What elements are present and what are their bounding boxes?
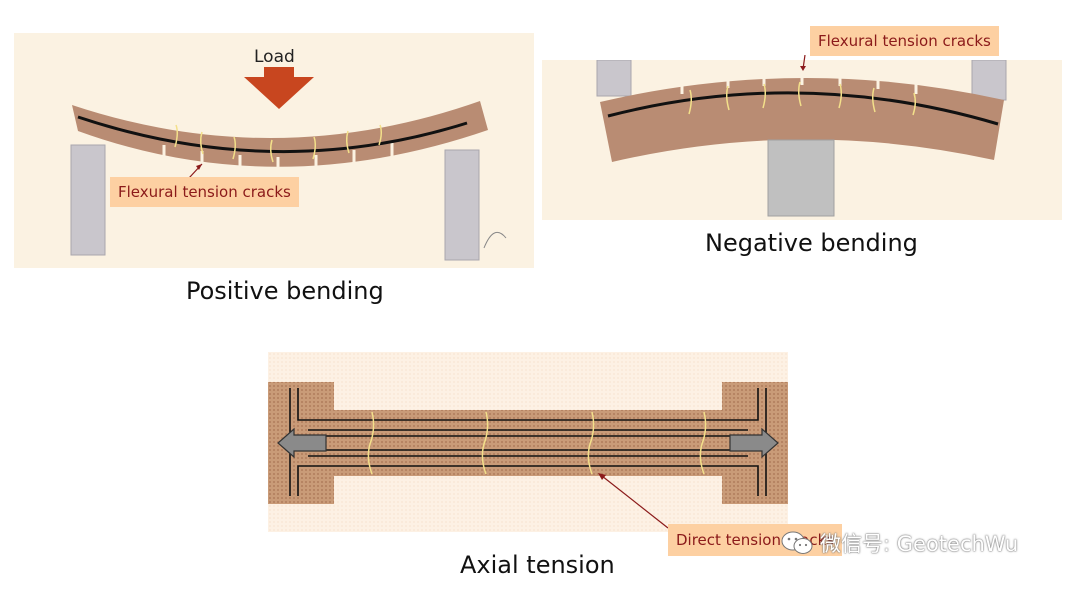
negative-crack-callout: Flexural tension cracks — [810, 26, 999, 56]
bottom-support — [767, 139, 835, 217]
negative-callout-pointer — [800, 55, 806, 71]
load-arrow-icon — [244, 77, 314, 109]
positive-bending-photo — [14, 33, 534, 268]
left-tension-arrow-icon — [277, 427, 327, 459]
axial-tension-panel — [268, 352, 788, 532]
positive-crack-callout: Flexural tension cracks — [110, 177, 299, 207]
axial-tension-drawing — [268, 352, 788, 532]
wechat-icon — [781, 531, 813, 554]
negative-bending-photo — [542, 60, 1062, 220]
right-support — [444, 149, 480, 261]
rebar-line — [77, 115, 468, 154]
rebar-line — [607, 91, 999, 126]
watermark-text: 微信号: GeotechWu — [820, 532, 1019, 556]
beam-body — [72, 101, 488, 167]
load-label: Load — [254, 47, 295, 67]
crack-lines — [688, 81, 917, 116]
positive-bending-caption: Positive bending — [186, 277, 384, 305]
negative-bending-panel — [542, 60, 1062, 220]
watermark: 微信号: GeotechWu — [780, 528, 1018, 558]
left-top-support — [596, 60, 632, 97]
right-top-support — [971, 60, 1007, 101]
reinforcement-bars — [289, 388, 767, 496]
left-support — [70, 144, 106, 256]
positive-bending-panel: Load Flexural tension cracks — [14, 33, 534, 268]
right-tension-arrow-icon — [729, 427, 779, 459]
crack-lines — [367, 411, 707, 475]
specimen-body — [268, 382, 788, 504]
crack-lines — [174, 124, 383, 163]
negative-bending-caption: Negative bending — [705, 229, 918, 257]
axial-tension-caption: Axial tension — [460, 551, 615, 579]
